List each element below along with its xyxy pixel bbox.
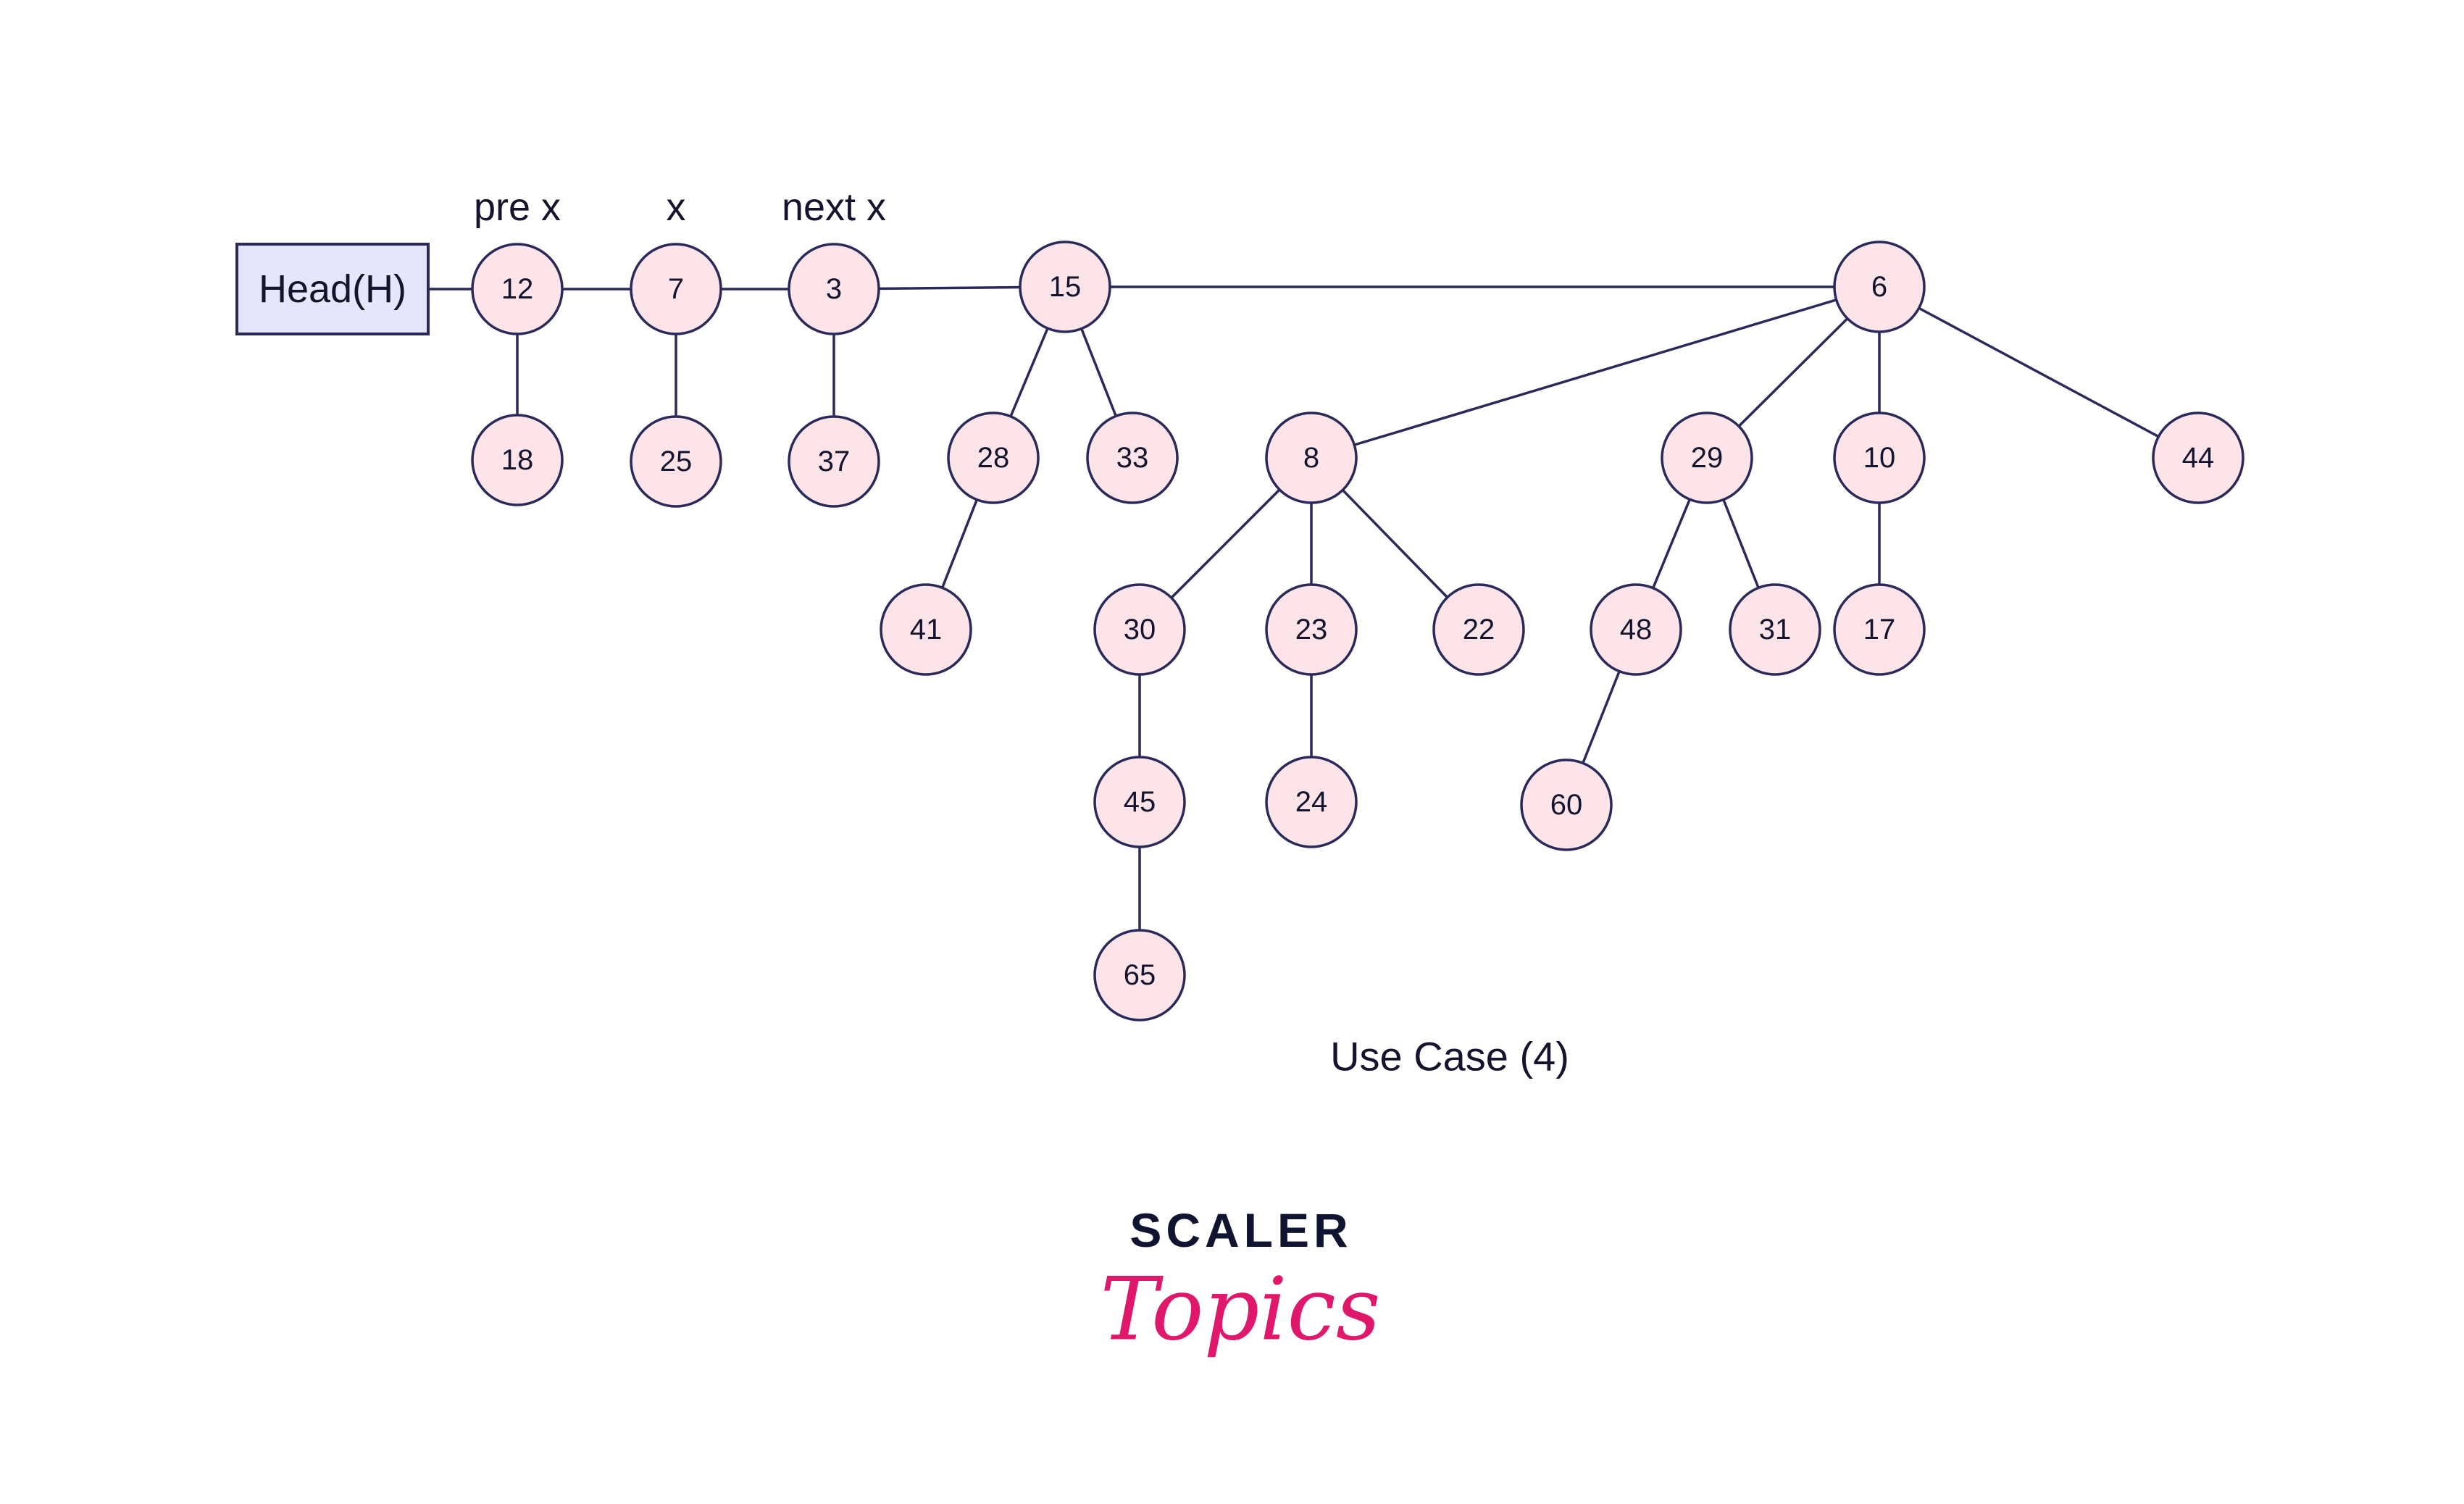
node-circle <box>1833 411 1926 504</box>
heap-node-22: 22 <box>1432 583 1525 676</box>
head-pointer-box: Head(H) <box>235 243 430 335</box>
node-circle <box>630 243 722 335</box>
node-circle <box>1265 583 1358 676</box>
pointer-label-pre-x: pre x <box>474 185 561 229</box>
heap-node-60: 60 <box>1520 759 1613 851</box>
node-circle <box>1086 411 1179 504</box>
node-label: 60 <box>1550 789 1583 821</box>
node-circle <box>471 243 564 335</box>
heap-node-17: 17 <box>1833 583 1926 676</box>
node-label: 44 <box>2182 442 2215 474</box>
heap-node-45: 45 <box>1093 756 1186 848</box>
node-label: 65 <box>1124 959 1156 991</box>
scaler-topics-logo: SCALER Topics <box>1101 1203 1381 1361</box>
node-label: 12 <box>501 273 534 305</box>
heap-node-29: 29 <box>1661 411 1753 504</box>
nodes-layer: 12 7 3 15 6 18 25 37 28 33 8 29 10 44 41 30 23 22 48 31 17 45… <box>471 241 2244 1022</box>
heap-node-44: 44 <box>2152 411 2244 504</box>
node-label: 8 <box>1303 442 1319 474</box>
diagram-caption: Use Case (4) <box>1330 1034 1569 1079</box>
edge-n6-n44 <box>1879 285 2199 459</box>
node-circle <box>1520 759 1613 851</box>
node-label: 45 <box>1124 786 1156 818</box>
node-label: 37 <box>818 446 851 477</box>
node-circle <box>1093 583 1186 676</box>
node-label: 23 <box>1295 614 1328 646</box>
node-label: 48 <box>1620 614 1653 646</box>
node-label: 6 <box>1871 271 1887 303</box>
head-label: Head(H) <box>259 267 406 311</box>
node-label: 22 <box>1463 614 1495 646</box>
node-label: 29 <box>1691 442 1724 474</box>
node-circle <box>788 415 880 508</box>
node-circle <box>1093 756 1186 848</box>
node-label: 30 <box>1124 614 1156 646</box>
heap-node-12: 12 <box>471 243 564 335</box>
logo-scaler-text: SCALER <box>1129 1203 1352 1257</box>
logo-topics-text: Topics <box>1101 1260 1381 1361</box>
node-label: 3 <box>826 273 842 305</box>
heap-node-23: 23 <box>1265 583 1358 676</box>
heap-node-6: 6 <box>1833 241 1926 333</box>
node-circle <box>1432 583 1525 676</box>
node-circle <box>880 583 972 676</box>
node-label: 24 <box>1295 786 1328 818</box>
pointer-label-x: x <box>667 185 686 229</box>
node-circle <box>1590 583 1682 676</box>
heap-node-15: 15 <box>1019 241 1111 333</box>
node-circle <box>1661 411 1753 504</box>
node-label: 31 <box>1759 614 1792 646</box>
heap-node-30: 30 <box>1093 583 1186 676</box>
heap-node-31: 31 <box>1729 583 1821 676</box>
heap-node-41: 41 <box>880 583 972 676</box>
node-label: 7 <box>668 273 684 305</box>
node-label: 15 <box>1049 271 1082 303</box>
pointer-label-next-x: next x <box>782 185 886 229</box>
heap-node-25: 25 <box>630 415 722 508</box>
node-label: 17 <box>1863 614 1896 646</box>
heap-node-37: 37 <box>788 415 880 508</box>
heap-node-33: 33 <box>1086 411 1179 504</box>
node-circle <box>1729 583 1821 676</box>
node-circle <box>1265 411 1358 504</box>
node-circle <box>788 243 880 335</box>
node-circle <box>1833 583 1926 676</box>
node-label: 25 <box>660 446 693 477</box>
node-circle <box>1019 241 1111 333</box>
heap-node-24: 24 <box>1265 756 1358 848</box>
node-label: 33 <box>1116 442 1149 474</box>
node-label: 10 <box>1863 442 1896 474</box>
node-circle <box>1833 241 1926 333</box>
heap-node-48: 48 <box>1590 583 1682 676</box>
heap-node-8: 8 <box>1265 411 1358 504</box>
heap-node-3: 3 <box>788 243 880 335</box>
heap-node-7: 7 <box>630 243 722 335</box>
node-circle <box>2152 411 2244 504</box>
node-circle <box>630 415 722 508</box>
heap-node-65: 65 <box>1093 929 1186 1022</box>
node-circle <box>1093 929 1186 1022</box>
heap-node-18: 18 <box>471 414 564 506</box>
node-label: 18 <box>501 444 534 476</box>
edge-n6-n8 <box>1311 285 1880 459</box>
node-label: 41 <box>910 614 943 646</box>
node-label: 28 <box>977 442 1010 474</box>
node-circle <box>947 411 1040 504</box>
heap-node-10: 10 <box>1833 411 1926 504</box>
node-circle <box>471 414 564 506</box>
node-circle <box>1265 756 1358 848</box>
heap-node-28: 28 <box>947 411 1040 504</box>
